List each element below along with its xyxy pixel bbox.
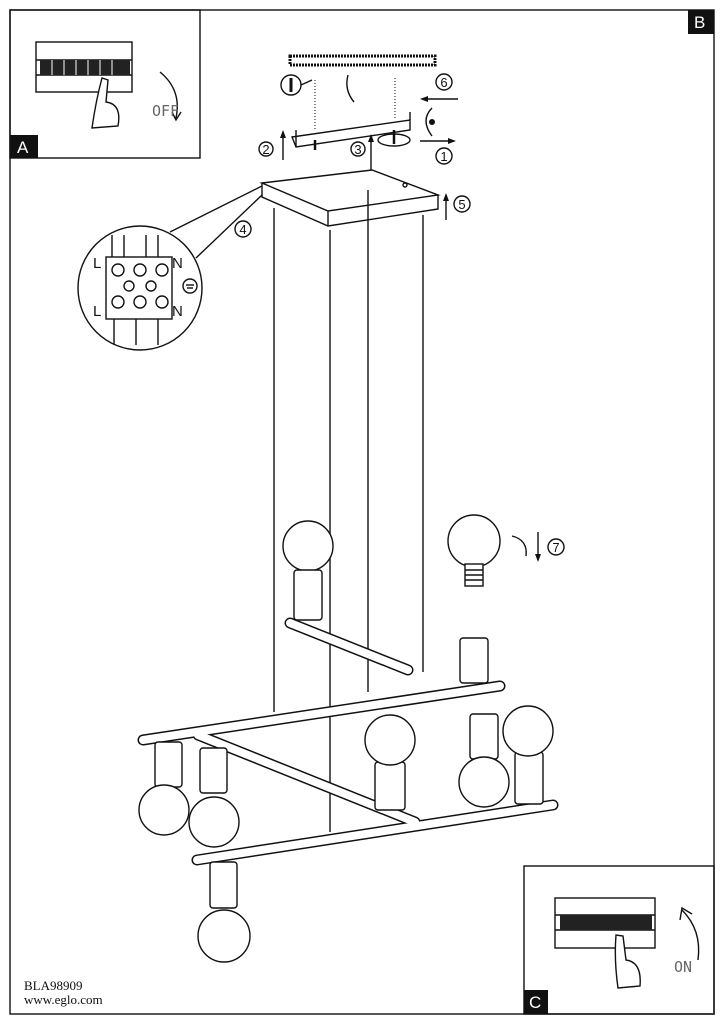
bulb-socket — [197, 861, 251, 963]
panel-b-label: B — [694, 13, 705, 32]
rotate-arrow-icon — [511, 535, 527, 557]
curved-arrow-icon — [681, 909, 700, 961]
panel-c-switch-on: C ON — [523, 865, 715, 1015]
ceiling-mount — [280, 54, 437, 150]
bulb-socket — [282, 520, 334, 621]
svg-text:L: L — [93, 303, 101, 320]
socket-empty — [459, 637, 489, 684]
bulb-socket — [458, 713, 510, 808]
terminal-block-detail: 4 L N L N — [77, 185, 263, 351]
svg-text:2: 2 — [262, 142, 269, 157]
ground-icon — [182, 278, 198, 294]
rotate-arrow-icon — [425, 107, 433, 137]
terminal-block — [105, 256, 173, 320]
svg-text:6: 6 — [440, 75, 447, 90]
svg-text:7: 7 — [552, 540, 559, 555]
step-2: 2 — [258, 130, 286, 160]
bulb-socket — [188, 747, 240, 848]
step-7-bulb: 7 — [447, 514, 565, 587]
step-5: 5 — [443, 193, 471, 220]
mounting-bracket — [291, 119, 411, 148]
svg-text:N: N — [172, 303, 183, 320]
curved-arrow-icon — [159, 71, 178, 119]
svg-text:N: N — [172, 255, 183, 272]
panel-a-label: A — [17, 138, 29, 157]
on-label: ON — [674, 958, 692, 976]
svg-text:5: 5 — [458, 197, 465, 212]
svg-text:3: 3 — [354, 142, 361, 157]
canopy — [259, 169, 441, 227]
model-number: BLA98909 — [24, 978, 83, 993]
hand-icon — [614, 934, 641, 989]
panel-c-label: C — [529, 993, 541, 1012]
bulb-socket — [364, 714, 416, 811]
hand-icon — [91, 77, 120, 129]
bulb-socket — [138, 741, 190, 836]
panel-a-switch-off: A OFF — [9, 9, 201, 159]
step-4: 4 — [239, 222, 246, 237]
suspension-cables — [273, 190, 424, 832]
breaker-panel-icon — [554, 897, 656, 949]
cable-icon — [346, 74, 355, 103]
bulb-socket — [502, 705, 554, 805]
svg-text:L: L — [93, 255, 101, 272]
bulbs — [138, 520, 554, 963]
step-6: 6 — [420, 73, 458, 137]
website: www.eglo.com — [24, 992, 103, 1007]
step-1: 1 — [420, 138, 456, 165]
off-label: OFF — [152, 102, 179, 120]
breaker-panel-icon — [35, 41, 133, 93]
page-frame — [9, 9, 715, 1015]
svg-text:1: 1 — [440, 149, 447, 164]
